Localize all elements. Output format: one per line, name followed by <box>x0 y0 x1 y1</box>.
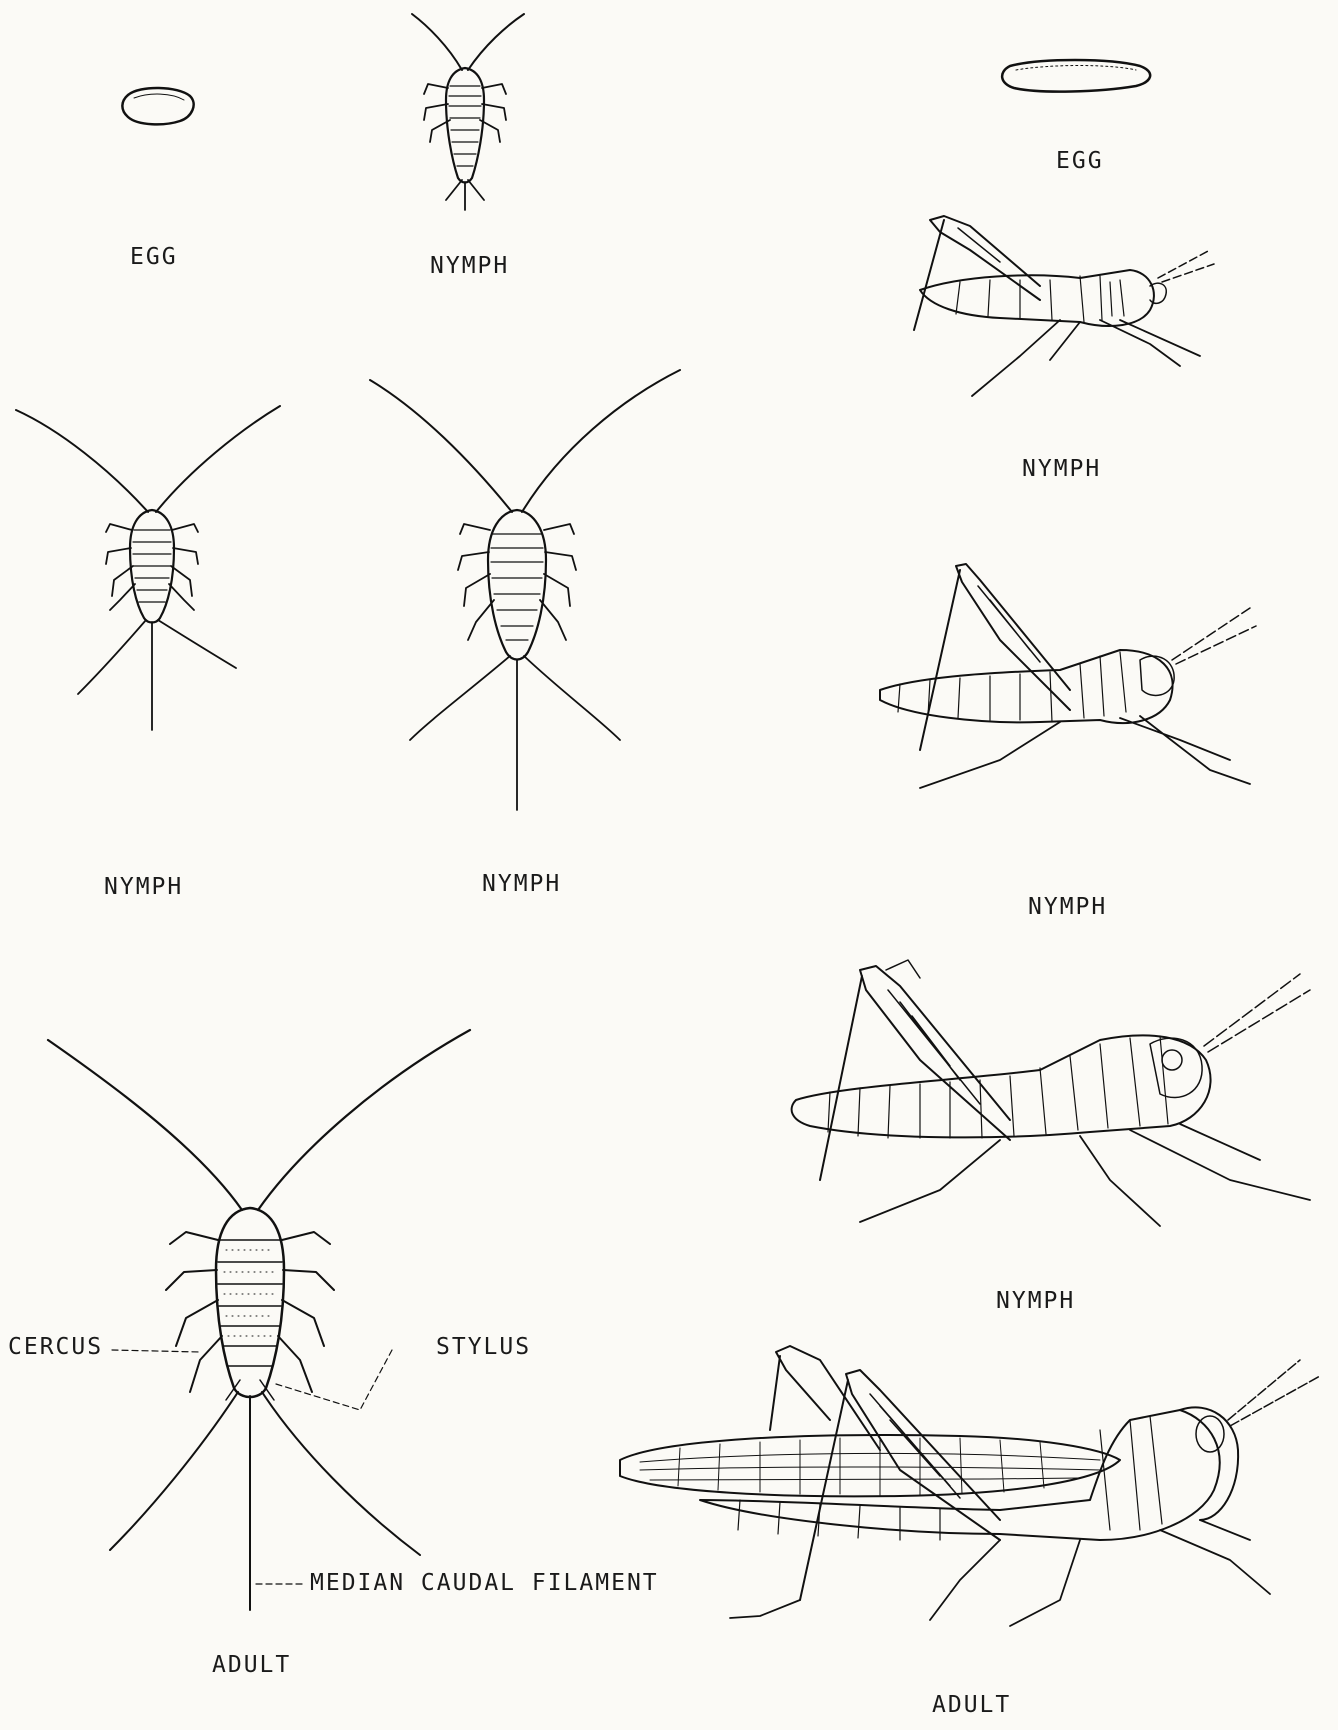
grasshopper-egg-label: EGG <box>1056 150 1104 173</box>
silverfish-nymph-1-label: NYMPH <box>430 255 509 278</box>
stylus-label: STYLUS <box>436 1336 531 1359</box>
silverfish-egg-label: EGG <box>130 246 178 269</box>
silverfish-adult-label: ADULT <box>212 1654 291 1677</box>
silverfish-adult-drawing <box>48 1030 470 1610</box>
silverfish-nymph-3-drawing <box>370 370 680 810</box>
grasshopper-adult-label: ADULT <box>932 1694 1011 1717</box>
silverfish-nymph-3-label: NYMPH <box>482 873 561 896</box>
grasshopper-nymph-3-drawing <box>792 960 1310 1226</box>
grasshopper-nymph-1-label: NYMPH <box>1022 458 1101 481</box>
grasshopper-nymph-2-drawing <box>880 564 1256 788</box>
grasshopper-adult-drawing <box>620 1346 1320 1626</box>
grasshopper-nymph-3-label: NYMPH <box>996 1290 1075 1313</box>
silverfish-nymph-1-drawing <box>412 14 524 210</box>
grasshopper-nymph-1-drawing <box>914 216 1214 396</box>
silverfish-nymph-2-drawing <box>16 406 280 730</box>
median-caudal-filament-label: MEDIAN CAUDAL FILAMENT <box>310 1572 659 1595</box>
cercus-label: CERCUS <box>8 1336 103 1359</box>
grasshopper-egg-drawing <box>1002 60 1150 92</box>
silverfish-egg-drawing <box>122 88 193 124</box>
silverfish-nymph-2-label: NYMPH <box>104 876 183 899</box>
grasshopper-nymph-2-label: NYMPH <box>1028 896 1107 919</box>
